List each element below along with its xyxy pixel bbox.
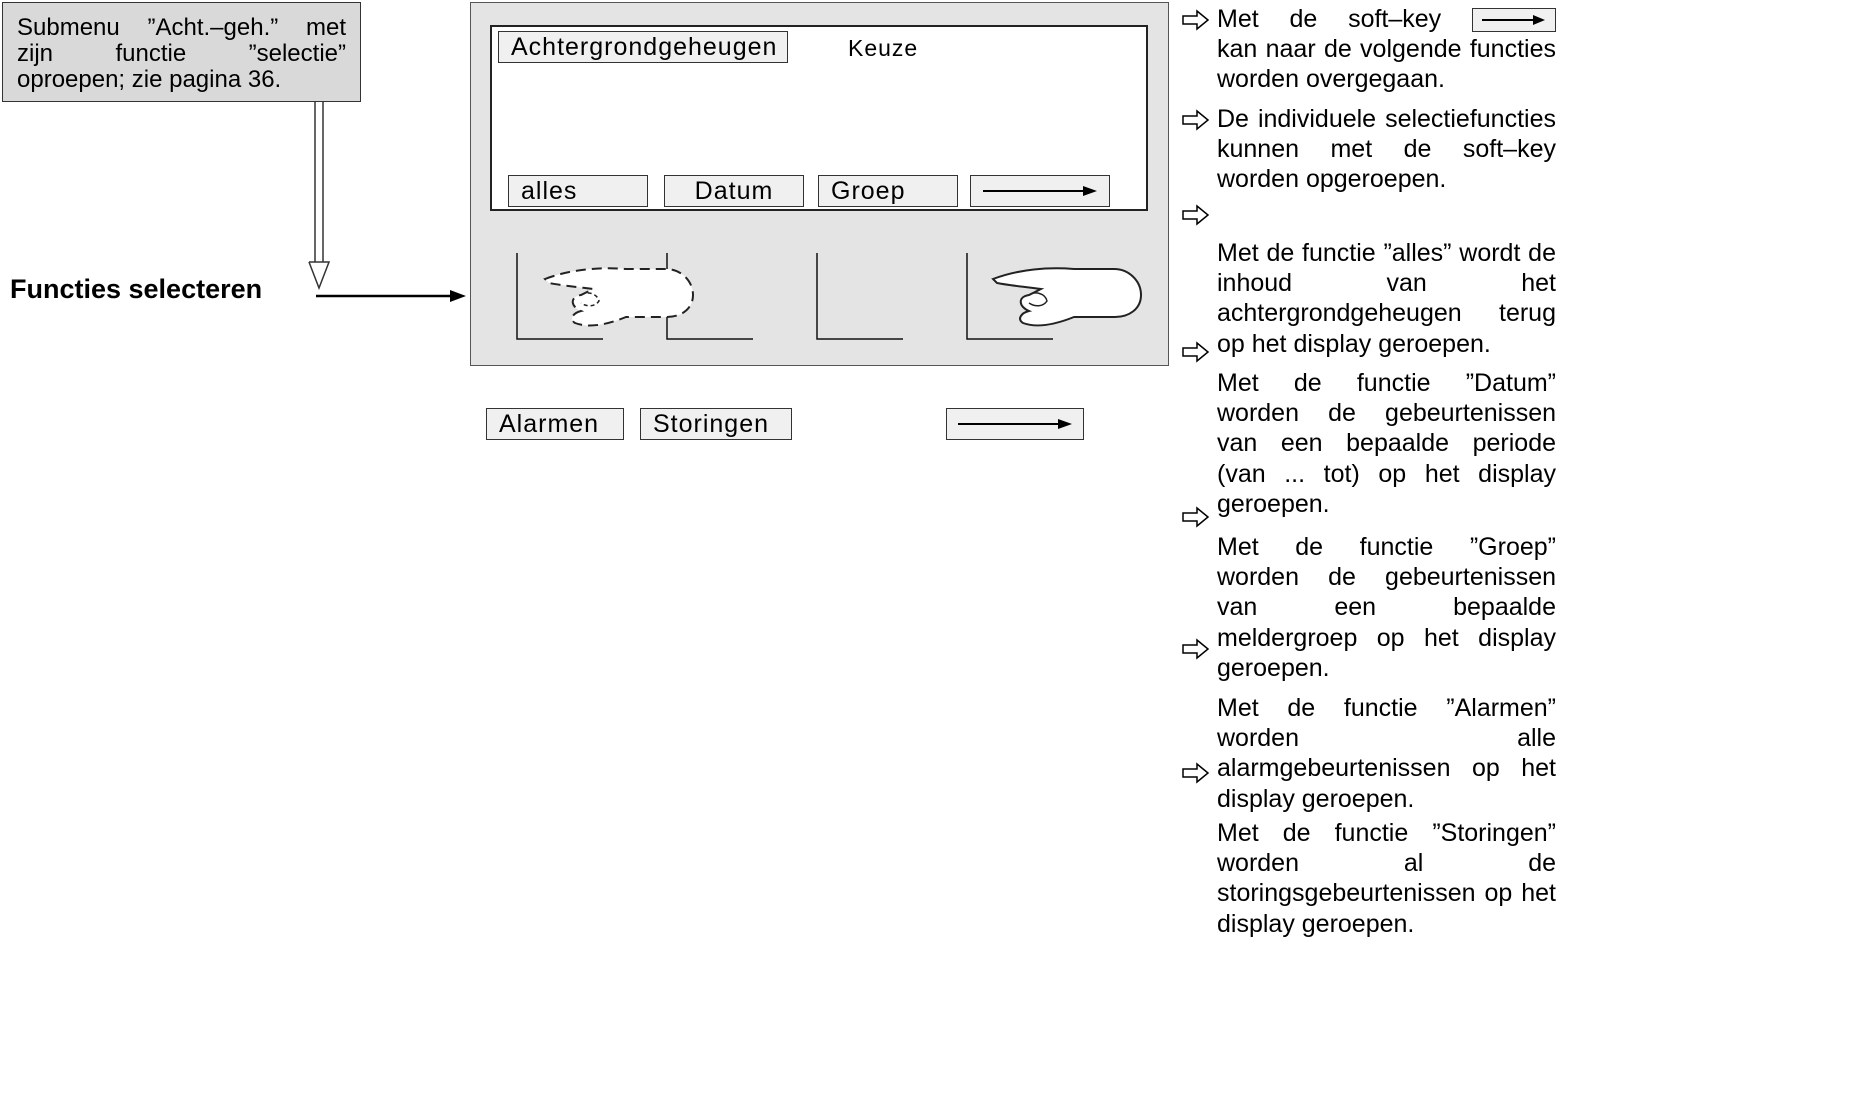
display-title-label: Achtergrondgeheugen (511, 33, 778, 61)
softkey-3[interactable] (815, 253, 905, 343)
outline-right-arrow-icon (1182, 204, 1210, 226)
softkey-label-storingen-text: Storingen (653, 410, 770, 438)
pointing-hand-icon (991, 267, 1143, 327)
display-screen: Achtergrondgeheugen Keuze alles Datum Gr… (490, 25, 1148, 211)
right-arrow-icon (958, 419, 1072, 429)
callout-text: Submenu ”Acht.–geh.” met zijn functie ”s… (17, 14, 346, 93)
note-next-functions-lead: Met de soft–key (1217, 5, 1442, 33)
softkey-1[interactable] (515, 253, 605, 343)
note-alles: Met de functie ”alles” wordt de inhoud v… (1217, 238, 1556, 359)
right-arrow-icon (983, 186, 1097, 196)
softkey-label-next (970, 175, 1110, 207)
outline-right-arrow-icon (1182, 638, 1210, 660)
softkey-label-groep: Groep (818, 175, 958, 207)
note-alarmen-text: Met de functie ”Alarmen” worden alle ala… (1217, 694, 1556, 813)
softkey-4[interactable] (965, 253, 1055, 343)
outline-right-arrow-icon (1182, 109, 1210, 131)
note-datum-text: Met de functie ”Datum” worden de gebeurt… (1217, 369, 1556, 518)
softkey-label-alarmen-text: Alarmen (499, 410, 600, 438)
outline-right-arrow-icon (1182, 762, 1210, 784)
note-groep: Met de functie ”Groep” worden de gebeurt… (1217, 532, 1556, 683)
softkey-label-next-bottom (946, 408, 1084, 440)
softkey-label-groep-text: Groep (831, 177, 906, 205)
outline-right-arrow-icon (1182, 506, 1210, 528)
softkey-label-storingen: Storingen (640, 408, 792, 440)
pointing-hand-icon-dashed (543, 267, 695, 327)
outline-right-arrow-icon (1182, 9, 1210, 31)
right-arrow-icon (1482, 15, 1545, 26)
note-storingen: Met de functie ”Storingen” worden al de … (1217, 818, 1556, 939)
softkey-label-alarmen: Alarmen (486, 408, 624, 440)
down-connector-arrow-icon (308, 102, 331, 291)
softkey-label-datum-text: Datum (694, 177, 774, 205)
note-storingen-text: Met de functie ”Storingen” worden al de … (1217, 819, 1556, 938)
note-selection-functions: De individuele selectiefuncties kunnen m… (1217, 104, 1556, 195)
note-selection-functions-text: De individuele selectiefuncties kunnen m… (1217, 105, 1556, 194)
note-alarmen: Met de functie ”Alarmen” worden alle ala… (1217, 693, 1556, 814)
device-panel: Achtergrondgeheugen Keuze alles Datum Gr… (470, 2, 1169, 366)
note-next-functions: Met de soft–key kan naar de volgende fun… (1217, 4, 1556, 95)
note-groep-text: Met de functie ”Groep” worden de gebeurt… (1217, 533, 1556, 682)
softkey-label-alles-text: alles (521, 177, 578, 205)
right-pointer-arrow-icon (316, 290, 466, 302)
outline-right-arrow-icon (1182, 341, 1210, 363)
section-heading: Functies selecteren (10, 274, 263, 304)
display-status: Keuze (848, 35, 919, 61)
note-next-functions-tail: kan naar de volgende functies worden ove… (1217, 35, 1556, 94)
inline-next-key-icon (1472, 8, 1556, 33)
submenu-callout: Submenu ”Acht.–geh.” met zijn functie ”s… (2, 2, 361, 102)
softkey-label-alles: alles (508, 175, 648, 207)
display-title: Achtergrondgeheugen (498, 31, 788, 63)
note-alles-text: Met de functie ”alles” wordt de inhoud v… (1217, 239, 1556, 358)
softkey-label-datum: Datum (664, 175, 804, 207)
note-datum: Met de functie ”Datum” worden de gebeurt… (1217, 368, 1556, 519)
